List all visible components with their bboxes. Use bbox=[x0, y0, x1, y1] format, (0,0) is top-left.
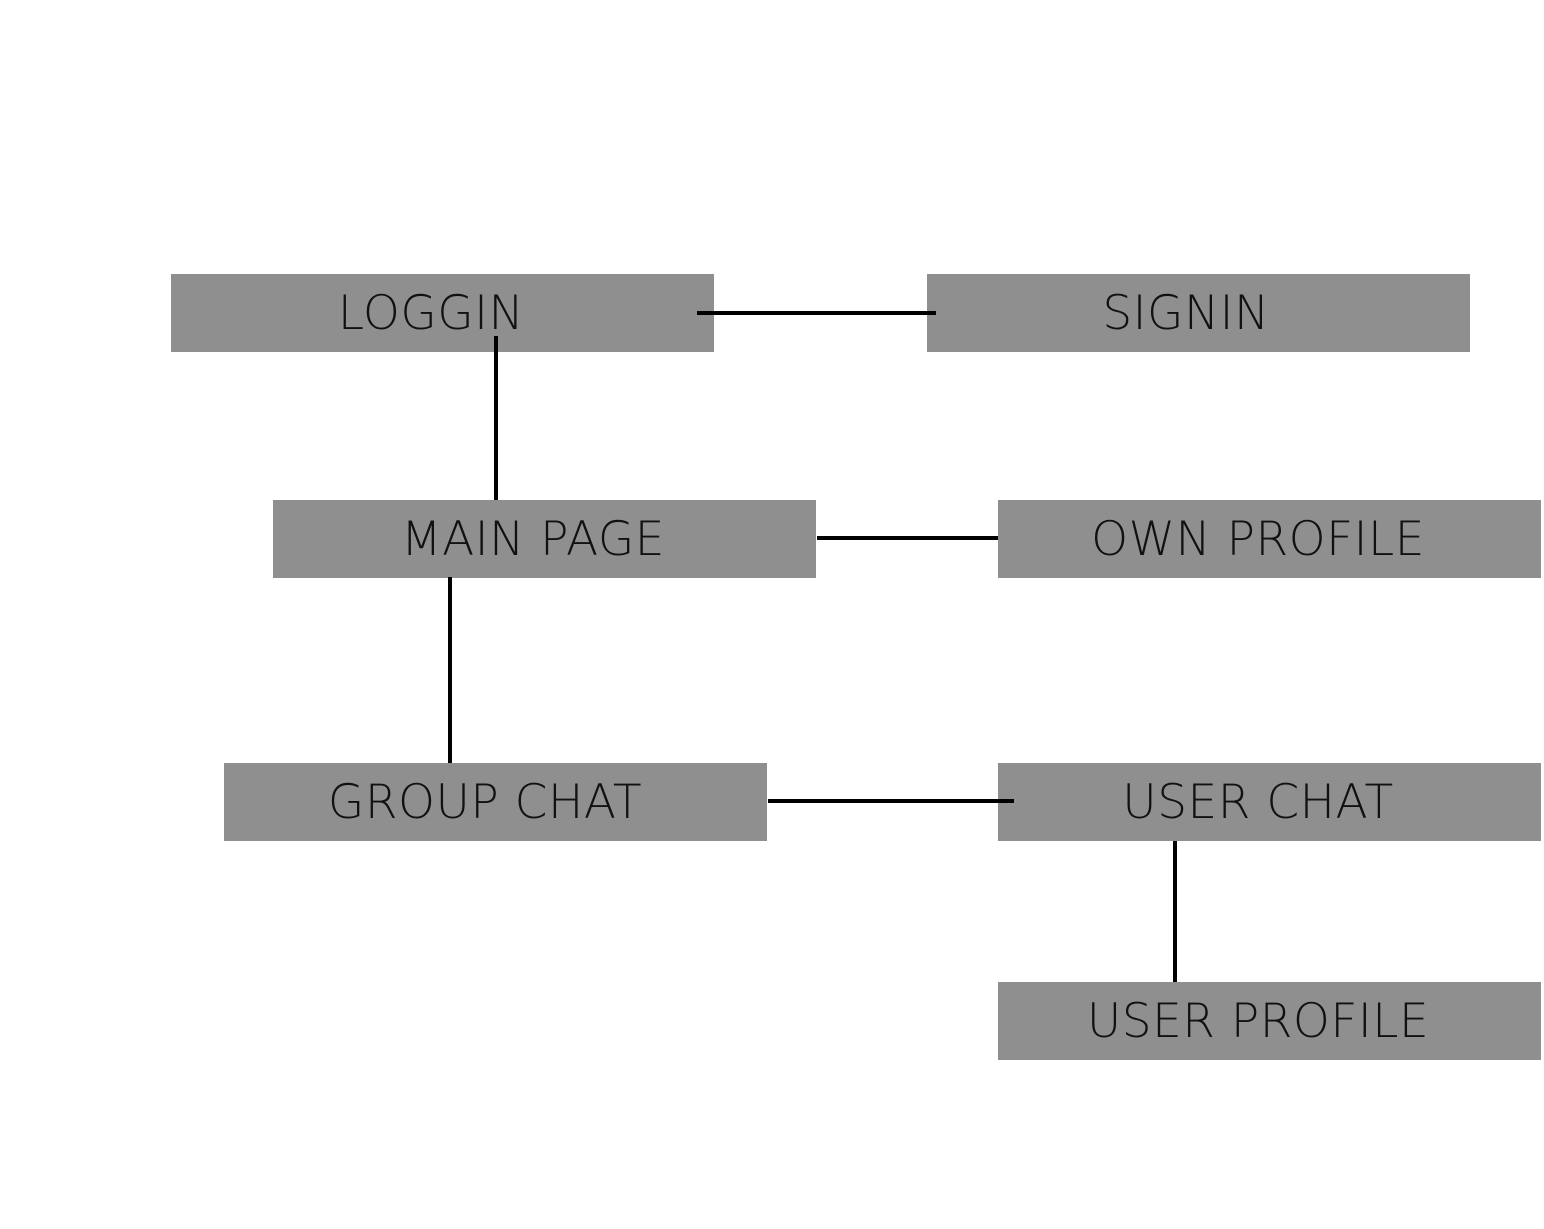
node-signin-label: SIGNIN bbox=[1102, 286, 1270, 341]
node-user-profile: USER PROFILE bbox=[998, 982, 1541, 1060]
edge-user-chat-user-profile bbox=[1173, 841, 1177, 982]
node-own-profile-label: OWN PROFILE bbox=[1091, 512, 1425, 567]
edge-main-page-group-chat bbox=[448, 577, 452, 763]
node-user-profile-label: USER PROFILE bbox=[1086, 994, 1430, 1049]
edge-main-page-own-profile bbox=[817, 536, 998, 540]
node-loggin-label: LOGGIN bbox=[337, 286, 525, 341]
node-main-page: MAIN PAGE bbox=[273, 500, 816, 578]
node-loggin: LOGGIN bbox=[171, 274, 714, 352]
node-user-chat: USER CHAT bbox=[998, 763, 1541, 841]
node-main-page-label: MAIN PAGE bbox=[401, 512, 665, 567]
node-group-chat-label: GROUP CHAT bbox=[327, 775, 643, 830]
node-group-chat: GROUP CHAT bbox=[224, 763, 767, 841]
edge-group-chat-user-chat bbox=[768, 799, 1014, 803]
edge-loggin-signin bbox=[697, 311, 936, 315]
edge-loggin-main-page bbox=[494, 336, 498, 500]
node-own-profile: OWN PROFILE bbox=[998, 500, 1541, 578]
node-user-chat-label: USER CHAT bbox=[1122, 775, 1394, 830]
node-signin: SIGNIN bbox=[927, 274, 1470, 352]
